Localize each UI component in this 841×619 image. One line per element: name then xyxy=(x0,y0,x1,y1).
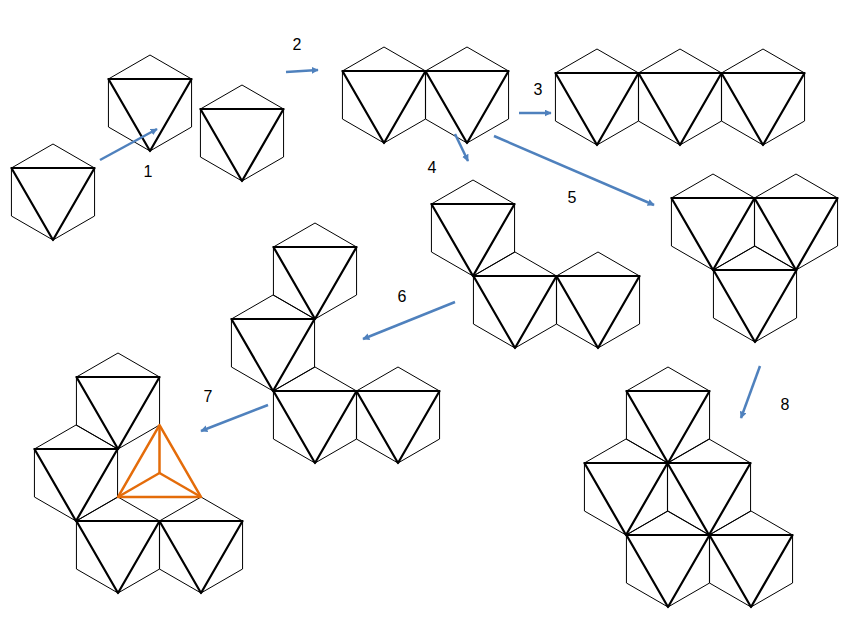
hexagon xyxy=(425,47,508,143)
hexagon xyxy=(231,295,314,391)
step-number: 4 xyxy=(428,160,437,176)
step-arrow xyxy=(494,136,654,205)
step-arrow xyxy=(455,134,468,161)
step-arrows xyxy=(100,70,760,431)
triangle xyxy=(584,463,667,535)
hexagon xyxy=(473,252,556,348)
hexagon xyxy=(11,144,94,240)
orange-spoke xyxy=(158,425,161,473)
triangle xyxy=(671,198,754,270)
triangle xyxy=(555,73,638,145)
hexagon xyxy=(273,367,356,463)
triangle xyxy=(431,204,514,276)
hexagon xyxy=(342,47,425,143)
step-number: 8 xyxy=(781,397,790,413)
step-arrow xyxy=(201,405,268,431)
hexagon xyxy=(556,252,639,348)
hexagon xyxy=(626,511,709,607)
step-number: 3 xyxy=(534,82,543,98)
hexagon xyxy=(713,246,796,342)
triangle xyxy=(108,79,191,151)
hexagon xyxy=(584,439,667,535)
hexagon xyxy=(200,85,283,181)
hexagon xyxy=(638,49,721,145)
step-number: 6 xyxy=(398,289,407,305)
hexagon xyxy=(671,174,754,270)
triangle xyxy=(721,73,804,145)
triangle xyxy=(34,449,117,521)
hexagon xyxy=(721,49,804,145)
triangle xyxy=(667,463,750,535)
step-arrow xyxy=(741,366,760,418)
triangle xyxy=(709,535,792,607)
hexagon xyxy=(555,49,638,145)
hexagon xyxy=(754,174,837,270)
hexagon xyxy=(356,367,439,463)
triangle xyxy=(638,73,721,145)
step-arrow xyxy=(519,112,551,115)
step-number: 1 xyxy=(144,164,153,180)
triangle xyxy=(11,168,94,240)
step-arrow xyxy=(100,129,157,160)
triangle xyxy=(556,276,639,348)
hexagon xyxy=(34,425,117,521)
triangle xyxy=(231,319,314,391)
triangle xyxy=(159,521,242,593)
hexagon xyxy=(76,497,159,593)
triangle xyxy=(626,391,709,463)
triangle xyxy=(626,535,709,607)
hexagon xyxy=(76,353,159,449)
step-number: 5 xyxy=(568,190,577,206)
step-number: 7 xyxy=(204,389,213,405)
triangle xyxy=(273,391,356,463)
triangle xyxy=(76,377,159,449)
triangle xyxy=(754,198,837,270)
hexagon xyxy=(709,511,792,607)
orange-tetrahedron xyxy=(118,425,201,497)
hexagon xyxy=(431,180,514,276)
orange-spoke xyxy=(160,473,202,497)
orange-spoke xyxy=(118,473,160,497)
triangle xyxy=(200,109,283,181)
orange-triangle xyxy=(118,425,201,497)
step-number: 2 xyxy=(293,37,302,53)
triangle xyxy=(713,270,796,342)
hexagon xyxy=(667,439,750,535)
hexagon xyxy=(108,55,191,151)
step-arrow xyxy=(286,70,318,72)
triangle xyxy=(342,71,425,143)
triangle xyxy=(273,247,356,319)
hexagon xyxy=(159,497,242,593)
hexagon xyxy=(626,367,709,463)
step-arrow xyxy=(363,302,455,339)
triangle xyxy=(76,521,159,593)
hexagon xyxy=(273,223,356,319)
triangle xyxy=(356,391,439,463)
triangle xyxy=(473,276,556,348)
triangle xyxy=(425,71,508,143)
hex-tiles xyxy=(11,47,837,607)
